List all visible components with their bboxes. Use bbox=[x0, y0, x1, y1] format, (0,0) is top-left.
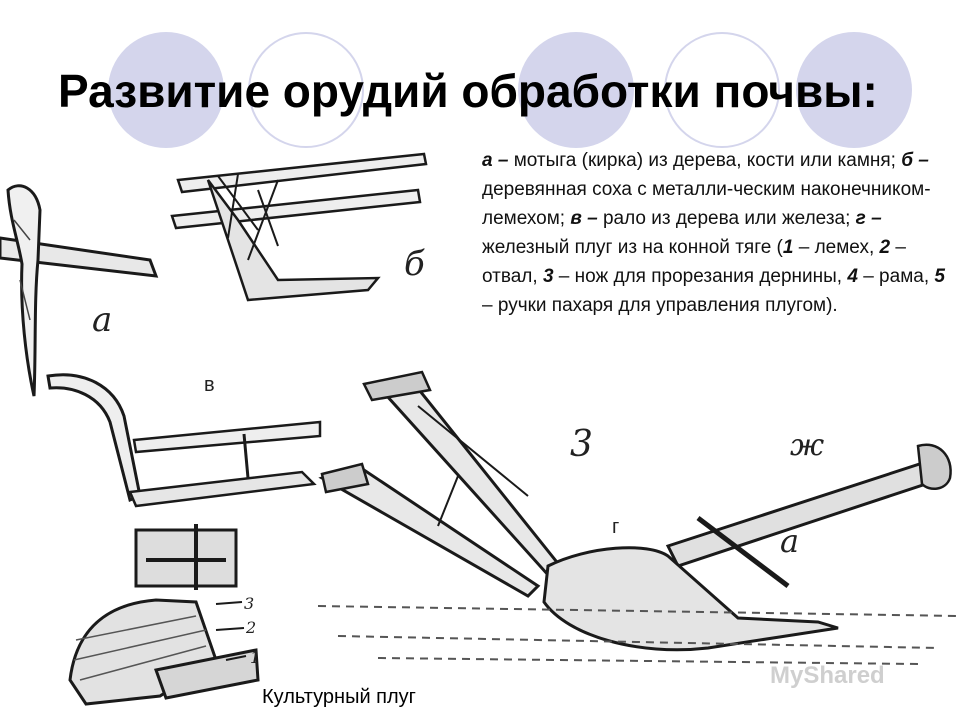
figure-caption: Культурный плуг bbox=[262, 686, 416, 708]
desc-text-1: – лемех, bbox=[793, 237, 880, 258]
desc-text-4: – рама, bbox=[857, 266, 935, 287]
desc-text-3: – нож для прорезания дернины, bbox=[553, 266, 848, 287]
label-v: в bbox=[204, 374, 215, 396]
label-part-2: 2 bbox=[246, 618, 257, 637]
ralo-illustration bbox=[44, 366, 324, 516]
desc-key-b: б – bbox=[901, 150, 929, 171]
label-plow-3: 3 bbox=[570, 424, 593, 465]
desc-num-2: 2 bbox=[879, 237, 891, 258]
sokha-illustration bbox=[168, 150, 430, 320]
decor-circle-2 bbox=[248, 32, 364, 148]
description-text: а – мотыга (кирка) из дерева, кости или … bbox=[482, 146, 952, 320]
desc-key-a: а – bbox=[482, 150, 509, 171]
desc-num-3: 3 bbox=[542, 266, 554, 287]
label-a: а bbox=[92, 300, 113, 340]
decor-circle-1 bbox=[108, 32, 224, 148]
decor-circle-4 bbox=[664, 32, 780, 148]
cultivated-plow-illustration bbox=[66, 520, 266, 710]
desc-key-v: в – bbox=[570, 208, 598, 229]
desc-num-1: 1 bbox=[782, 237, 794, 258]
desc-text-2: – отвал, bbox=[482, 237, 906, 287]
label-part-1: 1 bbox=[250, 648, 261, 667]
desc-text-g: железный плуг из на конной тяге ( bbox=[482, 237, 783, 258]
slide-title: Развитие орудий обработки почвы: bbox=[58, 65, 878, 117]
desc-num-4: 4 bbox=[847, 266, 858, 287]
iron-plow-illustration bbox=[318, 366, 960, 666]
label-plow-a: а bbox=[780, 522, 800, 560]
label-part-3: 3 bbox=[244, 594, 255, 613]
desc-text-5: – ручки пахаря для управления плугом). bbox=[482, 295, 838, 316]
desc-key-g: г – bbox=[855, 208, 882, 229]
hoe-illustration bbox=[0, 180, 170, 410]
desc-text-b: деревянная соха с металли-ческим наконеч… bbox=[482, 179, 931, 229]
label-plow-zh: ж bbox=[790, 428, 825, 463]
decor-circle-5 bbox=[796, 32, 912, 148]
watermark-logo: MyShared bbox=[770, 662, 885, 689]
desc-text-a: мотыга (кирка) из дерева, кости или камн… bbox=[508, 150, 902, 171]
desc-num-5: 5 bbox=[934, 266, 945, 287]
label-g: г bbox=[612, 516, 620, 538]
label-b: б bbox=[404, 244, 425, 284]
desc-text-v: рало из дерева или железа; bbox=[597, 208, 856, 229]
decor-circle-3 bbox=[518, 32, 634, 148]
